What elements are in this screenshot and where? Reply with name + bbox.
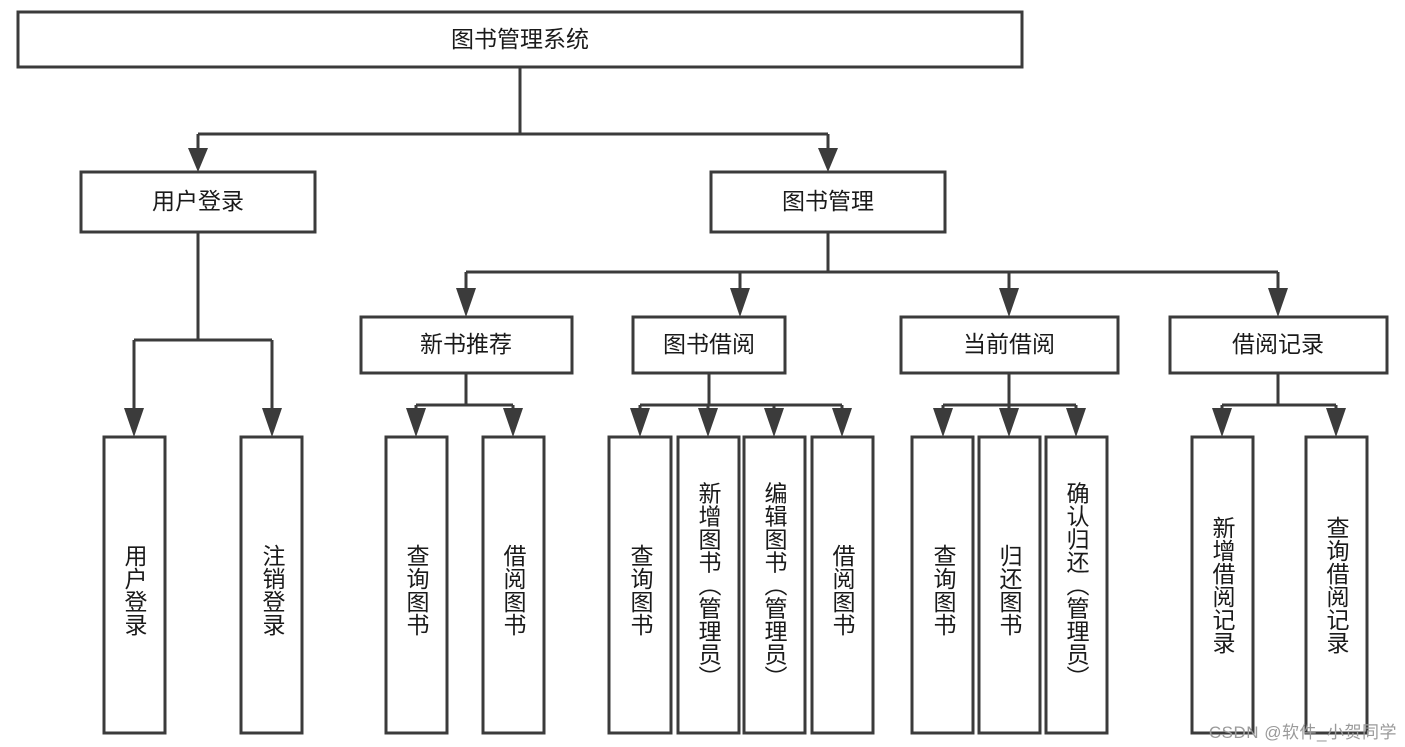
leaf-return-book[interactable]: 归还图书 (977, 435, 1042, 735)
leaf-logout-box (239, 435, 304, 735)
node-borrow-record-box (1168, 315, 1389, 375)
leaf-add-borrow-record[interactable]: 新增借阅记录 (1190, 435, 1255, 735)
leaf-query-book-current-box (910, 435, 975, 735)
leaf-query-book-current-label: 查询图书 (930, 544, 957, 636)
node-root-box (16, 10, 1024, 69)
leaf-query-book-current[interactable]: 查询图书 (910, 435, 975, 735)
leaf-add-book-admin-box (676, 435, 741, 735)
leaf-user-login[interactable]: 用户登录 (102, 435, 167, 735)
leaf-query-book-borrow[interactable]: 查询图书 (607, 435, 673, 735)
leaf-confirm-return-admin-box (1044, 435, 1109, 735)
node-book-management[interactable]: 图书管理 (709, 170, 947, 234)
node-book-borrow-box (631, 315, 787, 375)
leaf-query-book-borrow-label: 查询图书 (627, 544, 654, 636)
arrow-head-user-login (188, 148, 208, 172)
node-user-login-box (79, 170, 317, 234)
arrow-head-leaf-add-book (698, 408, 718, 437)
leaf-return-book-box (977, 435, 1042, 735)
arrow-head-leaf-logout (262, 408, 282, 437)
arrow-head-book-manage (818, 148, 838, 172)
arrow-head-leaf-user-login (124, 408, 144, 437)
leaf-add-book-admin[interactable]: 新增图书（管理员） (676, 435, 741, 735)
leaf-logout-label: 注销登录 (259, 544, 286, 636)
arrow-head-leaf-query-record (1326, 408, 1346, 437)
leaf-confirm-return-admin[interactable]: 确认归还（管理员） (1044, 435, 1109, 735)
leaf-return-book-label: 归还图书 (996, 544, 1023, 636)
node-new-book-recommend-label: 新书推荐 (420, 331, 512, 357)
node-root-label: 图书管理系统 (451, 26, 589, 52)
arrow-head-leaf-add-record (1212, 408, 1232, 437)
leaf-query-book-recommend-box (384, 435, 449, 735)
node-book-management-box (709, 170, 947, 234)
node-new-book-recommend-box (359, 315, 574, 375)
connector-layer (124, 67, 1346, 437)
leaf-confirm-return-admin-label: 确认归还（管理员） (1063, 482, 1090, 689)
arrow-head-leaf-query-book-3 (933, 408, 953, 437)
leaf-user-login-box (102, 435, 167, 735)
arrow-head-borrow-record (1268, 288, 1288, 317)
node-current-borrow-box (899, 315, 1120, 375)
leaf-query-book-borrow-box (607, 435, 673, 735)
leaf-borrow-book-borrow-label: 借阅图书 (829, 544, 856, 636)
leaf-borrow-book-recommend-label: 借阅图书 (500, 544, 527, 636)
leaf-query-borrow-record-box (1304, 435, 1369, 735)
node-user-login[interactable]: 用户登录 (79, 170, 317, 234)
leaf-add-borrow-record-box (1190, 435, 1255, 735)
leaf-query-borrow-record[interactable]: 查询借阅记录 (1304, 435, 1369, 735)
leaf-query-borrow-record-label: 查询借阅记录 (1323, 516, 1350, 654)
arrow-head-leaf-borrow-book-1 (503, 408, 523, 437)
node-borrow-record[interactable]: 借阅记录 (1168, 315, 1389, 375)
arrow-head-current-borrow (999, 288, 1019, 317)
node-borrow-record-label: 借阅记录 (1232, 331, 1324, 357)
arrow-head-leaf-query-book-2 (630, 408, 650, 437)
leaf-add-book-admin-label: 新增图书（管理员） (695, 482, 722, 689)
leaf-edit-book-admin-label: 编辑图书（管理员） (761, 482, 788, 689)
leaf-borrow-book-borrow[interactable]: 借阅图书 (810, 435, 875, 735)
arrow-head-leaf-edit-book (764, 408, 784, 437)
arrow-head-leaf-return-book (999, 408, 1019, 437)
arrow-head-new-book (456, 288, 476, 317)
leaf-logout[interactable]: 注销登录 (239, 435, 304, 735)
leaf-user-login-label: 用户登录 (121, 544, 148, 636)
node-book-borrow[interactable]: 图书借阅 (631, 315, 787, 375)
leaf-edit-book-admin[interactable]: 编辑图书（管理员） (742, 435, 807, 735)
leaf-query-book-recommend[interactable]: 查询图书 (384, 435, 449, 735)
arrow-head-leaf-query-book-1 (406, 408, 426, 437)
node-user-login-label: 用户登录 (152, 188, 244, 214)
node-current-borrow[interactable]: 当前借阅 (899, 315, 1120, 375)
node-book-management-label: 图书管理 (782, 188, 874, 214)
node-current-borrow-label: 当前借阅 (963, 331, 1055, 357)
arrow-head-book-borrow (730, 288, 750, 317)
leaf-edit-book-admin-box (742, 435, 807, 735)
leaf-add-borrow-record-label: 新增借阅记录 (1209, 516, 1236, 654)
node-root-library-system[interactable]: 图书管理系统 (16, 10, 1024, 69)
node-book-borrow-label: 图书借阅 (663, 331, 755, 357)
leaf-borrow-book-recommend-box (481, 435, 546, 735)
leaf-query-book-recommend-label: 查询图书 (403, 544, 430, 636)
arrow-head-leaf-borrow-book-2 (832, 408, 852, 437)
arrow-head-leaf-confirm-return (1066, 408, 1086, 437)
leaf-borrow-book-borrow-box (810, 435, 875, 735)
leaf-borrow-book-recommend[interactable]: 借阅图书 (481, 435, 546, 735)
node-new-book-recommend[interactable]: 新书推荐 (359, 315, 574, 375)
